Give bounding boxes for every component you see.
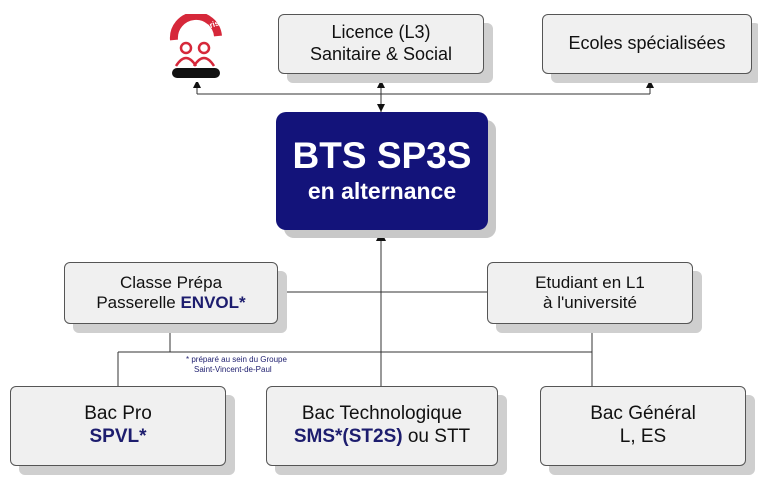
prepa-line2-highlight: ENVOL* bbox=[180, 293, 246, 312]
footnote-line2: Saint-Vincent-de-Paul bbox=[194, 365, 272, 375]
arrowhead-licence bbox=[377, 80, 385, 88]
bac-techno-line2-highlight: SMS*(ST2S) bbox=[293, 426, 403, 447]
etudiant-line2: à l'université bbox=[543, 293, 637, 312]
prepa-line2: Passerelle ENVOL* bbox=[96, 293, 245, 313]
bac-techno-line2: SMS*(ST2S) ou STT bbox=[294, 426, 470, 449]
ecoles-line1: Ecoles spécialisées bbox=[568, 33, 726, 54]
center-title: BTS SP3S bbox=[292, 134, 472, 176]
licence-line2: Sanitaire & Social bbox=[309, 44, 453, 64]
center-subtitle: en alternance bbox=[307, 178, 457, 205]
people-icon bbox=[168, 11, 224, 82]
bac-pro-line1: Bac Pro bbox=[84, 403, 152, 425]
bac-techno-box: Bac Technologique SMS*(ST2S) ou STT bbox=[266, 386, 498, 466]
licence-line1: Licence (L3) bbox=[331, 22, 431, 43]
entreprise-logo: L'Entreprise bbox=[166, 11, 226, 84]
bac-pro-line2: SPVL* bbox=[89, 426, 147, 447]
bac-techno-line2-suffix: ou STT bbox=[407, 426, 471, 447]
footnote: * préparé au sein du Groupe Saint-Vincen… bbox=[186, 355, 287, 376]
etudiant-line1: Etudiant en L1 bbox=[535, 272, 645, 292]
bac-general-box: Bac Général L, ES bbox=[540, 386, 746, 466]
bac-pro-box: Bac Pro SPVL* bbox=[10, 386, 226, 466]
ecoles-box: Ecoles spécialisées bbox=[542, 14, 752, 74]
prepa-line2-prefix: Passerelle bbox=[96, 293, 176, 312]
prepa-line1: Classe Prépa bbox=[119, 272, 223, 292]
bac-general-line2: L, ES bbox=[619, 426, 667, 447]
bts-center-box: BTS SP3S en alternance bbox=[276, 112, 488, 230]
arrowhead-logo bbox=[193, 80, 201, 88]
bac-general-line1: Bac Général bbox=[590, 403, 696, 425]
arrowhead-ecoles bbox=[646, 80, 654, 88]
arrowhead-center-bottom bbox=[376, 231, 386, 241]
arrowhead-etudiant bbox=[588, 325, 596, 333]
arrowhead-prepa bbox=[166, 325, 174, 333]
bac-techno-line1: Bac Technologique bbox=[301, 403, 463, 425]
etudiant-box: Etudiant en L1 à l'université bbox=[487, 262, 693, 324]
arrowhead-center-top bbox=[377, 104, 385, 112]
licence-box: Licence (L3) Sanitaire & Social bbox=[278, 14, 484, 74]
footnote-line1: * préparé au sein du Groupe bbox=[186, 355, 287, 364]
prepa-box: Classe Prépa Passerelle ENVOL* bbox=[64, 262, 278, 324]
